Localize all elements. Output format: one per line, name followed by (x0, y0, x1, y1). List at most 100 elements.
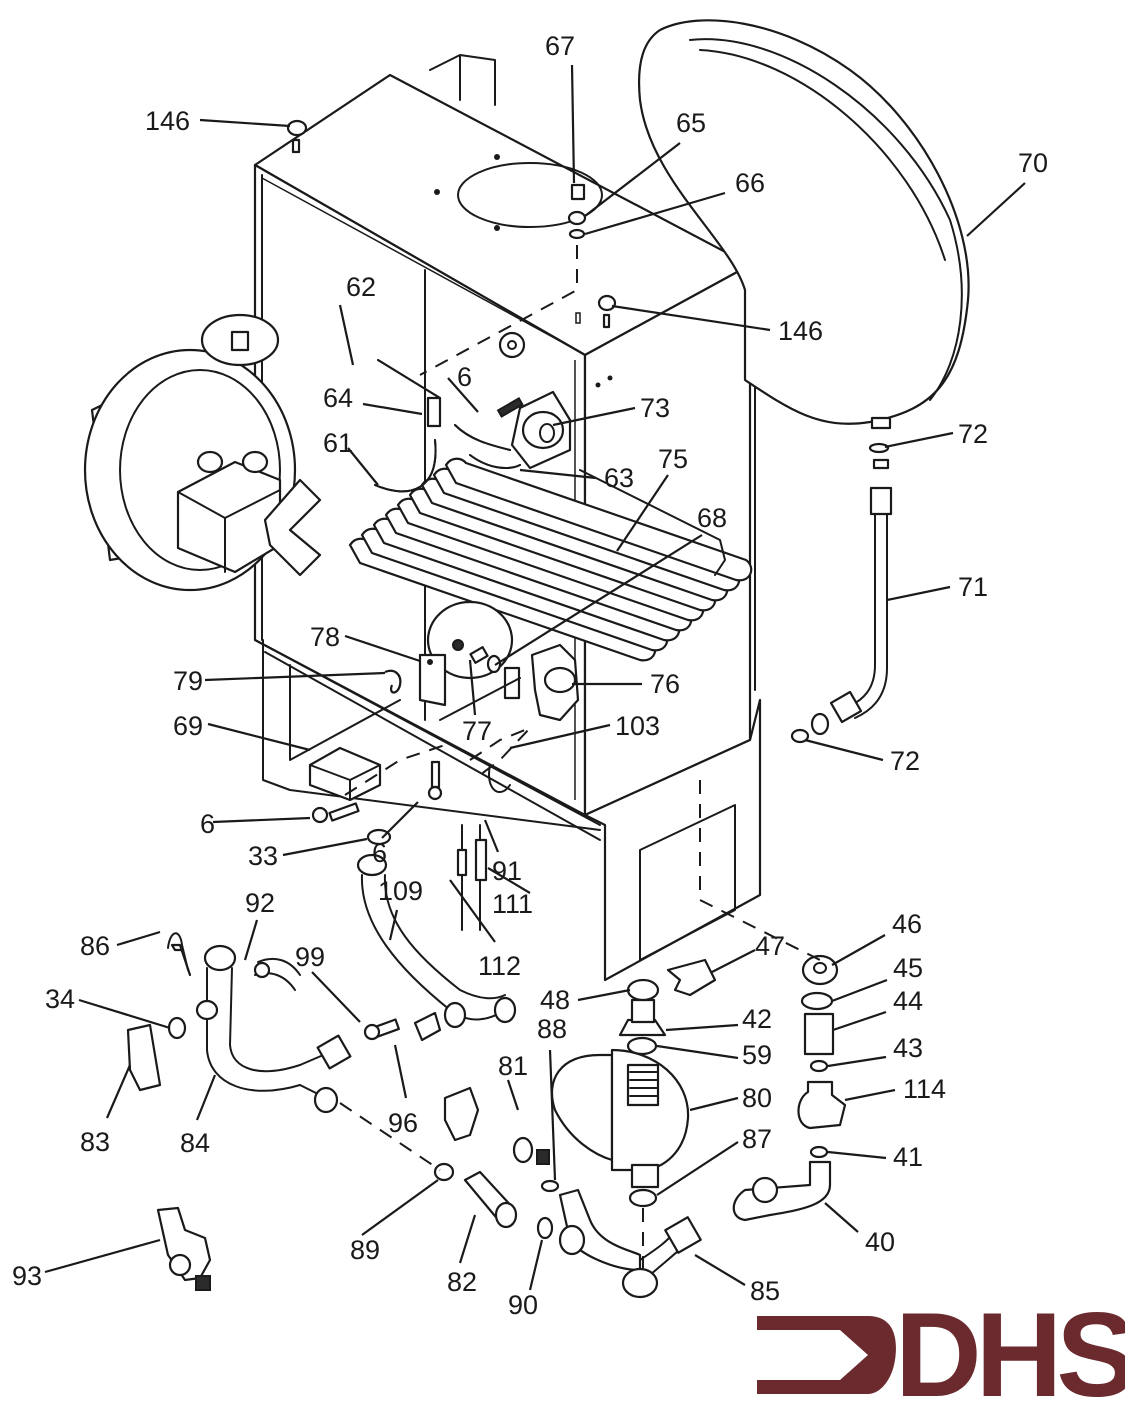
clip-92 (253, 961, 271, 979)
callout-70: 70 (966, 148, 1048, 237)
top-fittings (286, 119, 617, 359)
leader-line (577, 988, 631, 1002)
washer-34 (167, 1016, 187, 1040)
vessel-pipe (790, 442, 893, 744)
callout-68: 68 (494, 503, 727, 666)
callout-label: 87 (742, 1124, 772, 1154)
callout-96: 96 (388, 1044, 418, 1138)
callout-67: 67 (545, 31, 576, 184)
screws (311, 397, 524, 1041)
callout-109: 109 (378, 876, 423, 941)
pipe-85 (558, 1188, 642, 1272)
leader-line (552, 406, 636, 427)
dhs-logo-text: DHS (895, 1288, 1125, 1414)
callout-label: 86 (80, 931, 110, 961)
callout-65: 65 (584, 108, 706, 217)
callout-label: 85 (750, 1276, 780, 1306)
callout-66: 66 (584, 168, 765, 236)
callout-43: 43 (827, 1033, 923, 1068)
callout-76: 76 (572, 669, 680, 699)
leader-line (694, 1254, 746, 1286)
adaptor-44 (803, 1012, 835, 1056)
leader-line (611, 304, 771, 332)
leader-line (494, 534, 703, 666)
leader-line (656, 1044, 739, 1060)
callout-label: 91 (492, 856, 522, 886)
callout-48: 48 (540, 985, 631, 1015)
callout-label: 47 (755, 931, 785, 961)
leader-line (656, 1141, 739, 1196)
leader-line (832, 1010, 887, 1032)
callout-75: 75 (616, 444, 688, 552)
leader-line (831, 934, 886, 966)
callout-label: 72 (890, 746, 920, 776)
callout-80: 80 (689, 1083, 772, 1113)
callout-label: 62 (346, 272, 376, 302)
callout-label: 63 (604, 463, 634, 493)
callout-label: 59 (742, 1040, 772, 1070)
callout-85: 85 (694, 1254, 780, 1306)
nut-146-top (286, 119, 308, 137)
washer-72-top (868, 442, 890, 454)
callout-114: 114 (844, 1074, 946, 1104)
clip-47 (666, 958, 717, 997)
callout-label: 82 (447, 1267, 477, 1297)
pump-body (550, 1053, 614, 1162)
pump-stack (443, 958, 717, 1208)
leader-line (886, 585, 951, 602)
leader-line (204, 671, 386, 682)
leader-line (344, 634, 421, 663)
callout-label: 73 (640, 393, 670, 423)
lower-cabinet (583, 698, 762, 982)
callout-label: 43 (893, 1033, 923, 1063)
callout-label: 111 (492, 889, 533, 919)
callout-78: 78 (310, 622, 421, 663)
callout-82: 82 (447, 1214, 477, 1297)
callout-label: 78 (310, 622, 340, 652)
leader-line (487, 867, 531, 894)
callout-label: 83 (80, 1127, 110, 1157)
washer-87 (628, 1188, 658, 1208)
washer-89 (433, 1162, 455, 1182)
callout-label: 71 (958, 572, 988, 602)
washer-43 (809, 1059, 829, 1073)
washer-45 (800, 991, 834, 1011)
callout-label: 42 (742, 1004, 772, 1034)
pipe-nut-top (869, 486, 893, 516)
nut-146-side (597, 294, 617, 312)
leader-line (584, 142, 681, 217)
callout-label: 68 (697, 503, 727, 533)
callout-73: 73 (552, 393, 670, 427)
callout-label: 90 (508, 1290, 538, 1320)
leader-line (827, 1150, 887, 1160)
callout-81: 81 (498, 1051, 528, 1111)
leader-line (824, 1202, 859, 1233)
callout-46: 46 (831, 909, 922, 966)
callout-72: 72 (804, 738, 920, 776)
callout-72: 72 (884, 419, 988, 449)
callout-34: 34 (45, 984, 171, 1030)
callout-62: 62 (338, 272, 376, 366)
callout-label: 80 (742, 1083, 772, 1113)
callout-63: 63 (519, 463, 634, 493)
callout-88: 88 (537, 1014, 567, 1181)
leader-line (506, 1079, 520, 1111)
callout-label: 44 (893, 986, 923, 1016)
leader-line (519, 468, 597, 480)
leader-line (282, 837, 368, 857)
leader-line (393, 1044, 408, 1099)
leader-line (616, 474, 669, 552)
callout-label: 66 (735, 168, 765, 198)
callout-6: 6 (372, 801, 419, 868)
leader-line (584, 191, 726, 236)
washer-90 (536, 1216, 554, 1240)
t-piece (426, 396, 442, 428)
assembly-lines (339, 245, 821, 1270)
burner-components (384, 600, 580, 722)
leader-line (347, 447, 379, 486)
callout-label: 75 (658, 444, 688, 474)
callout-59: 59 (656, 1040, 772, 1070)
callout-label: 45 (893, 953, 923, 983)
